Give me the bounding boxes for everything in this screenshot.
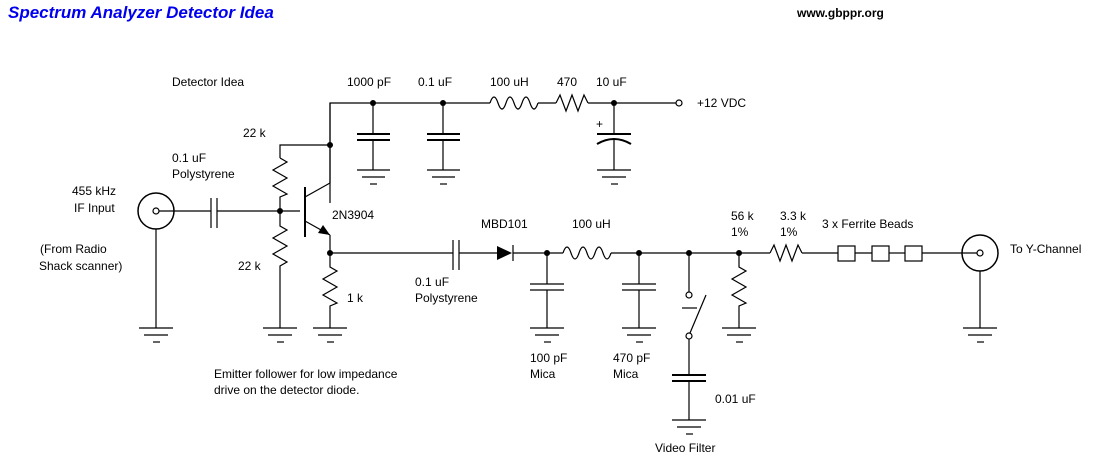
supply-cap3-label: 10 uF [596,75,627,89]
filter-c1-value: 100 pF [530,351,567,365]
filter-inductor [562,246,612,260]
filter-inductor-label: 100 uH [572,217,611,231]
load-r-value: 56 k [731,209,755,223]
series-r-value: 3.3 k [780,209,807,223]
output-label: To Y-Channel [1010,242,1081,256]
supply-resistor [555,93,589,113]
supply-cap2-label: 0.1 uF [418,75,452,89]
output-connector [961,234,999,343]
detector-idea-label: Detector Idea [172,75,244,89]
input-cap-value: 0.1 uF [172,151,206,165]
supply-cap-1000pf [357,103,390,185]
emitter-resistor [313,253,347,343]
input-freq-label: 455 kHz [72,184,116,198]
ferrite-label: 3 x Ferrite Beads [822,217,913,231]
input-source-2: Shack scanner) [39,259,122,273]
bias-r-top-label: 22 k [243,126,267,140]
ferrite-beads [802,245,978,262]
bias-r-bottom-label: 22 k [238,259,262,273]
coupling-cap-type: Polystyrene [415,291,478,305]
supply-inductor-label: 100 uH [490,75,529,89]
filter-c2-value: 470 pF [613,351,650,365]
video-filter-label: Video Filter [655,441,715,455]
coupling-cap [330,240,497,270]
video-cap-label: 0.01 uF [715,392,756,406]
supply-rail [329,93,683,203]
load-r-tol: 1% [731,225,749,239]
filter-cap-100pf [530,253,564,343]
input-cap-type: Polystyrene [172,167,235,181]
note-line-2: drive on the detector diode. [214,383,359,397]
note-line-1: Emitter follower for low impedance [214,367,398,381]
supply-voltage-label: +12 VDC [697,96,746,110]
supply-inductor [489,96,539,110]
supply-cap1-label: 1000 pF [347,75,391,89]
polarity-plus: + [596,117,603,131]
filter-c2-type: Mica [613,367,639,381]
website-label: www.gbppr.org [797,6,884,20]
input-name-label: IF Input [74,201,115,215]
diode-label: MBD101 [481,217,528,231]
transistor-2n3904 [304,103,333,256]
video-filter-switch[interactable] [682,253,707,375]
input-connector [137,192,211,343]
filter-cap-470pf [622,253,656,343]
supply-cap-10uf [596,103,632,185]
diode-mbd101 [497,245,563,261]
diagram-title: Spectrum Analyzer Detector Idea [8,3,274,22]
filter-c1-type: Mica [530,367,556,381]
emitter-r-label: 1 k [347,291,364,305]
input-source-1: (From Radio [40,242,107,256]
supply-cap-0-1uf [427,103,460,185]
bias-resistors [263,142,333,343]
series-resistor-3-3k [769,243,803,263]
load-resistor-56k [722,253,756,343]
transistor-label: 2N3904 [332,208,374,222]
supply-terminal [675,99,683,107]
coupling-cap-value: 0.1 uF [415,275,449,289]
supply-resistor-label: 470 [557,75,577,89]
series-r-tol: 1% [780,225,798,239]
video-filter-cap [672,374,706,435]
input-cap [210,198,300,228]
